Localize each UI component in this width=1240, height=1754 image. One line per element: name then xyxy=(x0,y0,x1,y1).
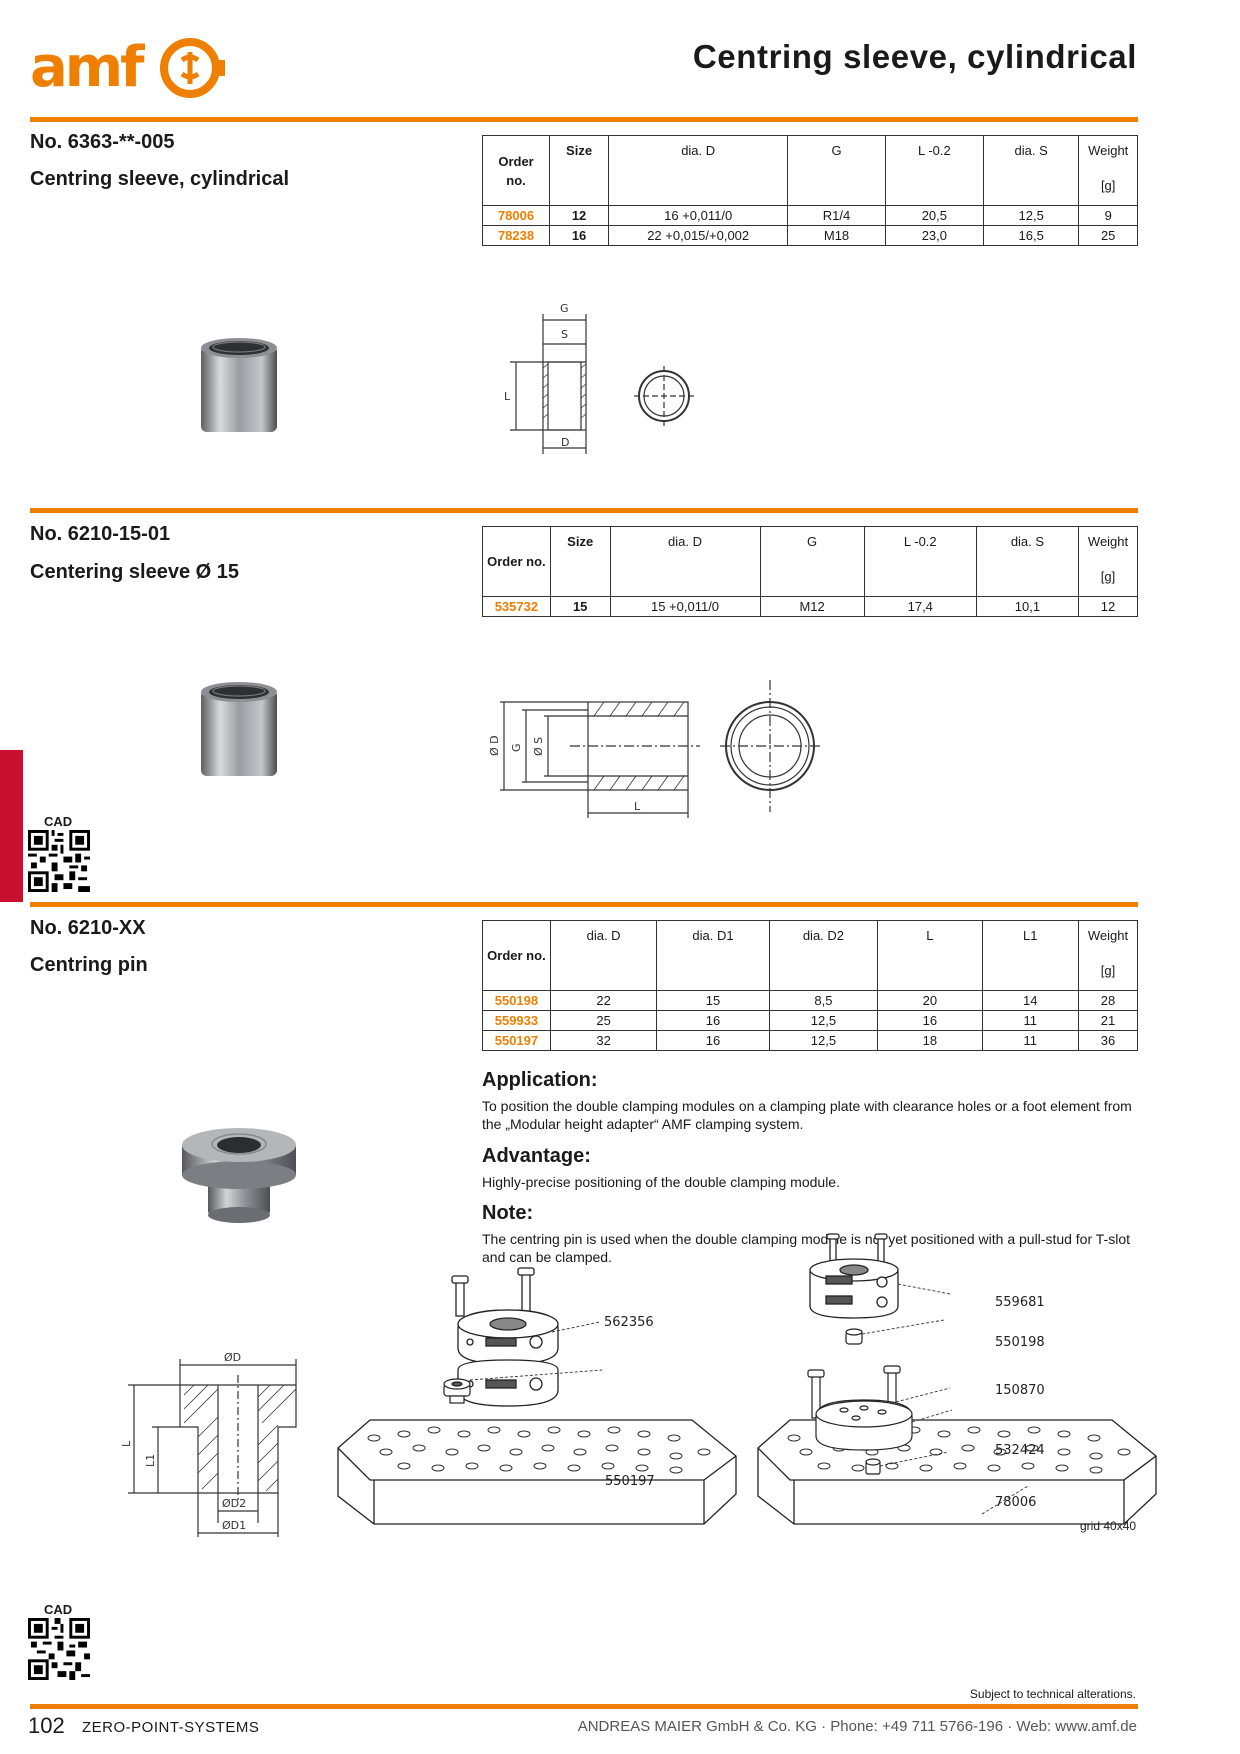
footer-section: ZERO-POINT-SYSTEMS xyxy=(82,1719,260,1736)
page-title: Centring sleeve, cylindrical xyxy=(692,38,1137,75)
callout-559681: 559681 xyxy=(995,1295,1045,1310)
advantage-text: Highly-precise positioning of the double… xyxy=(482,1174,840,1190)
header-order-no: Order no. xyxy=(481,135,551,206)
svg-text:Ø D: Ø D xyxy=(488,735,501,756)
callout-532424: 532424 xyxy=(995,1443,1045,1458)
advantage-heading: Advantage: xyxy=(482,1145,591,1167)
centring-pin-550197 xyxy=(443,1378,471,1404)
section-1-number: No. 6363-**-005 xyxy=(30,131,175,153)
cad-label: CAD xyxy=(44,814,73,829)
callout-550197: 550197 xyxy=(605,1474,655,1489)
svg-text:L: L xyxy=(120,1440,133,1447)
callout-550198: 550198 xyxy=(995,1335,1045,1350)
order-number-link[interactable]: 559933 xyxy=(482,1010,551,1031)
section-2-number: No. 6210-15-01 xyxy=(30,523,171,545)
section-2-rule xyxy=(30,902,1138,907)
callout-150870: 150870 xyxy=(995,1383,1045,1398)
svg-text:D: D xyxy=(561,436,569,449)
order-number-link[interactable]: 78006 xyxy=(481,205,551,226)
header-rule xyxy=(30,117,1138,122)
centring-pin-photo xyxy=(182,1128,296,1223)
header-weight: Weight[g] xyxy=(1078,135,1138,206)
page-number: 102 xyxy=(28,1713,65,1738)
cad-label: CAD xyxy=(44,1602,73,1617)
svg-text:G: G xyxy=(560,302,569,315)
table-row: 550198 22 15 8,5 20 14 28 xyxy=(482,990,1138,1011)
callout-562356: 562356 xyxy=(604,1315,654,1330)
order-number-link[interactable]: 78238 xyxy=(481,225,551,246)
order-number-link[interactable]: 535732 xyxy=(482,596,551,617)
svg-text:S: S xyxy=(561,328,568,341)
centring-sleeve-photo xyxy=(201,338,277,432)
cad-qr-code[interactable] xyxy=(28,1618,90,1680)
chapter-side-tab xyxy=(0,750,23,902)
logo-wordmark: amf xyxy=(30,35,145,100)
header-l: L -0.2 xyxy=(884,135,984,206)
table-row: 535732 15 15 +0,011/0 M12 17,4 10,1 12 xyxy=(482,596,1138,617)
application-text: To position the double clamping modules … xyxy=(482,1098,1132,1132)
section-2-spec-table: Order no. Size dia. D G L -0.2 dia. S We… xyxy=(482,526,1138,617)
svg-text:G: G xyxy=(510,743,523,752)
double-clamping-module-left xyxy=(451,1267,559,1407)
header-dia-d: dia. D xyxy=(608,135,789,206)
centering-sleeve-photo xyxy=(201,682,277,776)
section-2-technical-drawing: Ø D G Ø S L xyxy=(488,680,820,818)
footer-note: Subject to technical alterations. xyxy=(969,1687,1136,1701)
section-3-name: Centring pin xyxy=(30,954,148,976)
svg-text:ØD1: ØD1 xyxy=(222,1519,246,1532)
callout-grid: grid 40x40 xyxy=(1080,1519,1137,1533)
table-row: 78238 16 22 +0,015/+0,002 M18 23,0 16,5 … xyxy=(481,225,1138,246)
svg-text:L1: L1 xyxy=(144,1454,157,1467)
section-2-name: Centering sleeve Ø 15 xyxy=(30,561,239,583)
section-1-technical-drawing: G S L D xyxy=(504,302,694,454)
clamping-plate-left xyxy=(337,1419,737,1525)
svg-text:ØD2: ØD2 xyxy=(222,1497,246,1510)
double-clamping-module-right xyxy=(809,1233,899,1319)
svg-text:ØD: ØD xyxy=(224,1351,241,1364)
table-row: 559933 25 16 12,5 16 11 21 xyxy=(482,1010,1138,1031)
section-3-spec-table: Order no. dia. D dia. D1 dia. D2 L L1 We… xyxy=(482,920,1138,1051)
footer-company: ANDREAS MAIER GmbH & Co. KG · Phone: +49… xyxy=(577,1718,1137,1735)
svg-text:Ø S: Ø S xyxy=(532,737,545,756)
order-number-link[interactable]: 550197 xyxy=(482,1030,551,1051)
section-1-spec-table: Order no. Size dia. D G L -0.2 dia. S We… xyxy=(481,135,1138,246)
section-3-number: No. 6210-XX xyxy=(30,917,146,939)
assembly-illustration xyxy=(337,1233,1157,1525)
cad-qr-code[interactable] xyxy=(28,830,90,892)
amf-logo: amf xyxy=(30,35,225,100)
note-heading: Note: xyxy=(482,1202,534,1224)
section-1-name: Centring sleeve, cylindrical xyxy=(30,168,289,190)
svg-text:L: L xyxy=(634,800,641,813)
svg-text:L: L xyxy=(504,390,511,403)
table-row: 78006 12 16 +0,011/0 R1/4 20,5 12,5 9 xyxy=(481,205,1138,226)
footer-rule xyxy=(30,1704,1138,1709)
table-row: 550197 32 16 12,5 18 11 36 xyxy=(482,1030,1138,1051)
order-number-link[interactable]: 550198 xyxy=(482,990,551,1011)
note-text: The centring pin is used when the double… xyxy=(482,1231,1130,1265)
application-heading: Application: xyxy=(482,1069,598,1091)
header-size: Size xyxy=(549,135,610,206)
header-g: G xyxy=(787,135,886,206)
section-1-rule xyxy=(30,508,1138,513)
callout-78006: 78006 xyxy=(995,1495,1037,1510)
header-dia-s: dia. S xyxy=(982,135,1080,206)
section-3-technical-drawing: ØD L L1 ØD2 ØD1 xyxy=(120,1351,297,1537)
